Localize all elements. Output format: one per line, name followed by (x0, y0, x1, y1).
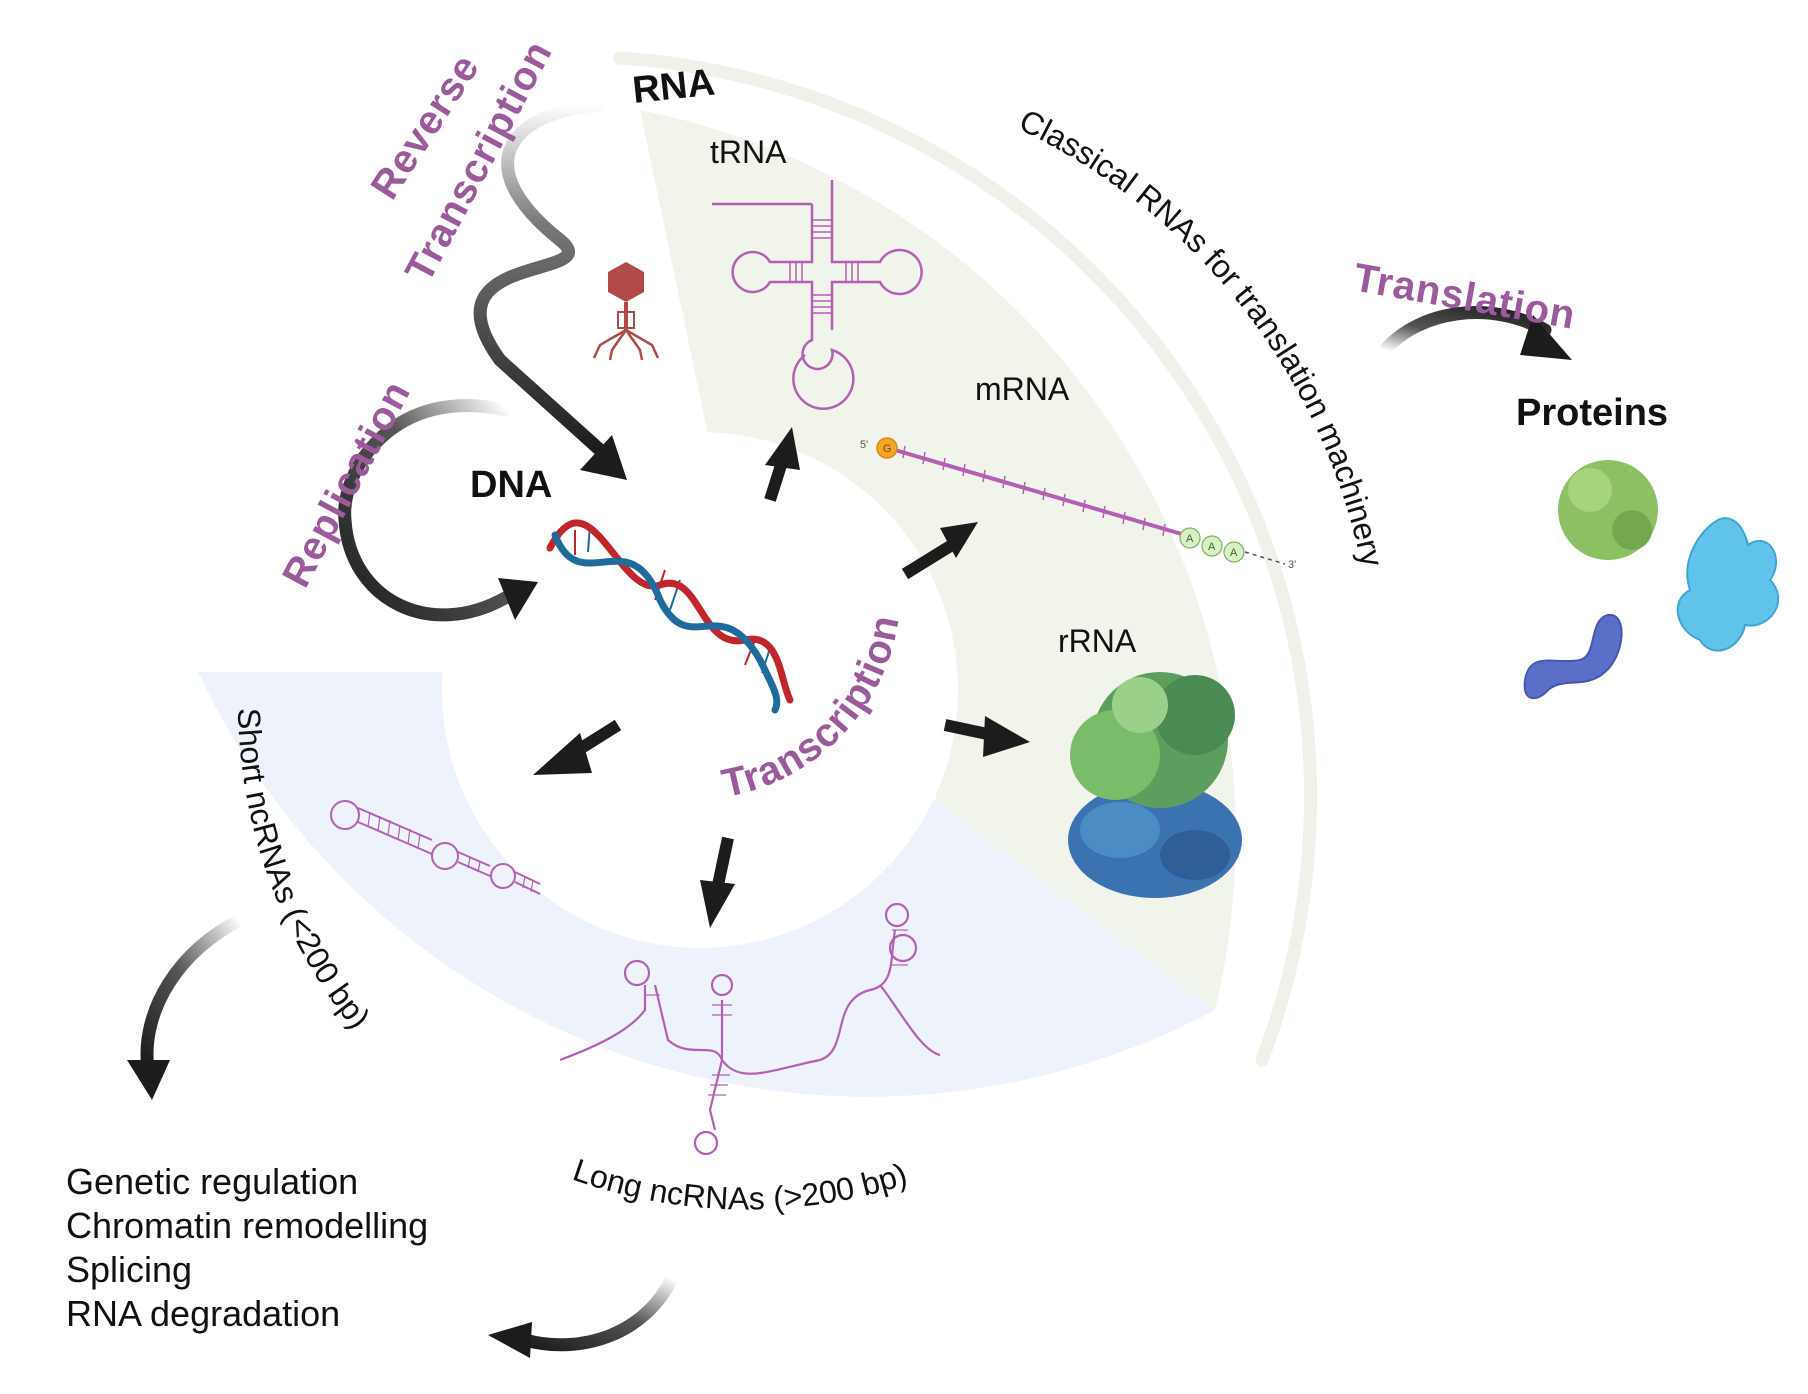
arrow-to-rrna (983, 716, 1030, 757)
translation-arrowhead (1520, 315, 1572, 360)
proteins-icon (1523, 460, 1780, 700)
function-chromatin-remodelling: Chromatin remodelling (66, 1205, 429, 1246)
arrow-to-trna (765, 427, 800, 470)
mrna-label: mRNA (975, 371, 1070, 407)
transcription-arrows (533, 427, 1030, 928)
dna-label: DNA (470, 464, 552, 506)
translation-label: Translation (1350, 256, 1579, 338)
replication-label: Replication (274, 373, 419, 594)
mrna-five-prime: 5' (860, 439, 868, 451)
function-splicing: Splicing (66, 1249, 193, 1290)
mrna-cap-label: G (883, 443, 892, 455)
polya-a3 (1223, 541, 1245, 563)
mrna-icon: 5' G A A A 3' (860, 437, 1296, 571)
long-ncrna-function-arrow (518, 1271, 679, 1352)
reverse-transcription-arrow (473, 98, 607, 457)
short-ncrna-function-arrow (140, 913, 247, 1077)
long-ncrna-function-arrowhead (488, 1322, 532, 1358)
translation-arrow (1378, 306, 1552, 357)
replication-arrowhead (498, 578, 538, 620)
outer-arc (613, 51, 1318, 1067)
function-genetic-regulation: Genetic regulation (66, 1161, 359, 1202)
ncrna-functions-list: Genetic regulation Chromatin remodelling… (66, 1160, 428, 1336)
rrna-label: rRNA (1058, 623, 1137, 659)
short-ncrna-icon (330, 800, 541, 895)
function-rna-degradation: RNA degradation (66, 1293, 341, 1334)
polya-label-3: A (1230, 547, 1238, 559)
replication-arrow (338, 399, 512, 622)
reverse-transcription-arrowhead (580, 435, 627, 480)
proteins-label: Proteins (1516, 392, 1668, 434)
polya-label-1: A (1186, 533, 1194, 545)
trna-label: tRNA (710, 134, 787, 170)
trna-icon (712, 180, 923, 410)
short-ncrna-function-arrowhead (127, 1060, 170, 1100)
long-ncrna-icon (559, 902, 941, 1156)
bacteriophage-icon (592, 262, 660, 361)
polya-a2 (1201, 535, 1223, 557)
arrow-to-short-ncrna (533, 733, 592, 775)
ribosome-icon (1068, 672, 1242, 898)
long-ncrnas-arc-label: Long ncRNAs (>200 bp) (569, 1152, 911, 1217)
mrna-three-prime: 3' (1288, 559, 1296, 571)
mrna-cap (876, 437, 898, 459)
protein-indigo (1523, 613, 1623, 700)
arrow-to-mrna (940, 522, 978, 558)
arrow-to-long-ncrna (700, 880, 735, 928)
protein-blue (1676, 517, 1780, 652)
polya-a1 (1179, 527, 1201, 549)
dna-helix-icon (546, 519, 794, 714)
rna-label: RNA (631, 62, 717, 112)
polya-label-2: A (1208, 541, 1216, 553)
